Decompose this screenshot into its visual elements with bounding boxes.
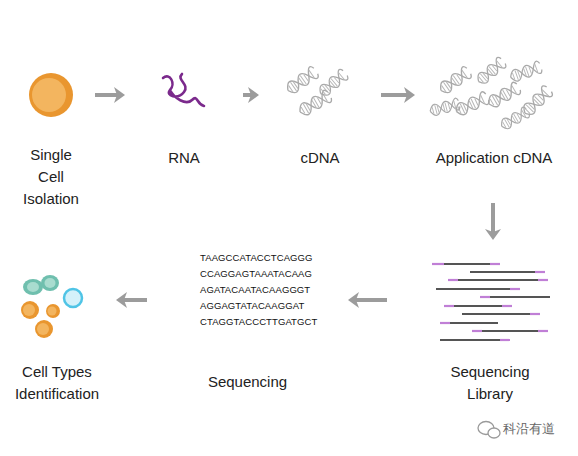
amplified-helices <box>429 56 554 131</box>
sequence-read: TAAGCCATACCTCAGGG <box>200 250 313 266</box>
arrow-shaft <box>243 93 251 97</box>
arrow-head <box>348 292 359 308</box>
sequence-read: CCAGGAGTAAATACAAG <box>200 266 312 282</box>
edge-layer <box>95 87 501 308</box>
cell-illustration <box>29 73 73 117</box>
step-node: Sequencing Library <box>390 243 570 413</box>
step-node: RNA <box>128 68 240 173</box>
arrow-head <box>116 292 127 308</box>
sequence-read: AGATACAATACAAGGGT <box>200 282 310 298</box>
flow-arrow <box>116 292 147 308</box>
step-label: Sequencing Library <box>442 361 538 405</box>
step-node: Application cDNA <box>418 58 570 200</box>
flow-arrow <box>95 87 125 103</box>
rna-strand <box>163 74 204 106</box>
step-label: Single Cell Isolation <box>19 144 83 210</box>
arrow-head <box>404 87 415 103</box>
watermark-icon <box>478 422 500 439</box>
arrow-shaft <box>124 298 147 302</box>
arrow-shaft <box>491 203 495 232</box>
step-label: Application cDNA <box>418 147 570 169</box>
step-node: Cell Types Identification <box>5 265 113 415</box>
step-label: Sequencing <box>150 371 345 393</box>
cdna-helices <box>284 65 349 118</box>
arrow-shaft <box>381 93 407 97</box>
step-label: cDNA <box>262 147 378 169</box>
flow-arrow <box>381 87 415 103</box>
arrow-shaft <box>95 93 117 97</box>
arrow-head <box>485 229 501 240</box>
step-label: Cell Types Identification <box>5 361 109 405</box>
step-node: Single Cell Isolation <box>10 68 92 213</box>
watermark: 科沿有道 <box>503 420 555 438</box>
cell-types-illustration <box>21 275 82 338</box>
sequence-read: CTAGGTACCCTTGATGCT <box>200 314 317 330</box>
flow-arrow <box>243 87 259 103</box>
arrow-head <box>114 87 125 103</box>
step-node: cDNA <box>262 68 378 173</box>
arrow-head <box>248 87 259 103</box>
sequence-read: AGGAGTATACAAGGAT <box>200 298 304 314</box>
library-reads <box>432 264 550 340</box>
flow-arrow <box>348 292 387 308</box>
arrow-shaft <box>356 298 387 302</box>
step-label: RNA <box>128 147 240 169</box>
flow-arrow <box>485 203 501 240</box>
